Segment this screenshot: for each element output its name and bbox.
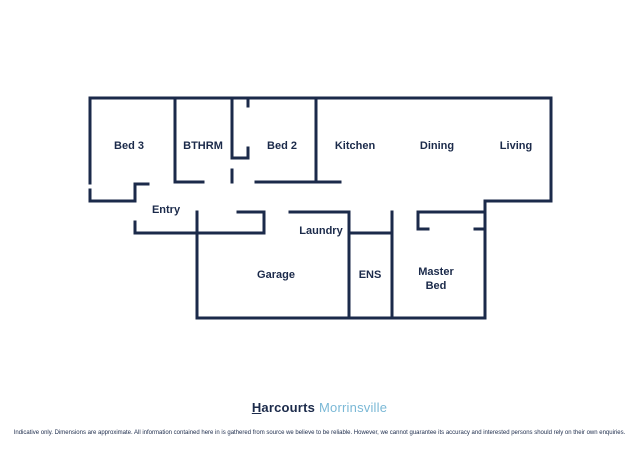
label-kitchen: Kitchen <box>335 140 376 152</box>
label-laundry: Laundry <box>299 225 343 237</box>
room-labels: Bed 3 BTHRM Bed 2 Kitchen Dining Living … <box>114 140 532 292</box>
wall-master-top <box>416 210 487 231</box>
disclaimer-text: Indicative only. Dimensions are approxim… <box>13 430 626 436</box>
wall-bath-bed2 <box>230 96 250 160</box>
wall-laundry-top <box>288 210 351 320</box>
label-living: Living <box>500 140 532 152</box>
label-ens: ENS <box>359 269 382 281</box>
brand-name: Harcourts <box>252 400 315 415</box>
wall-garage <box>195 210 487 320</box>
label-bed3: Bed 3 <box>114 140 144 152</box>
wall-entry-closet <box>236 210 266 235</box>
label-dining: Dining <box>420 140 454 152</box>
label-entry: Entry <box>152 204 181 216</box>
wall-left-bed3 <box>88 185 137 203</box>
walls <box>88 96 553 320</box>
label-master-bed-1: Master <box>418 266 454 278</box>
brand-name-rest: arcourts <box>261 400 316 415</box>
label-bed2: Bed 2 <box>267 140 297 152</box>
label-master-bed-2: Bed <box>426 280 447 292</box>
wall-top <box>88 96 553 320</box>
floor-plan: Bed 3 BTHRM Bed 2 Kitchen Dining Living … <box>88 96 553 320</box>
brand-initial: H <box>251 400 262 415</box>
label-bthrm: BTHRM <box>183 140 223 152</box>
brand-location: Morrinsville <box>319 400 388 415</box>
label-garage: Garage <box>257 269 295 281</box>
